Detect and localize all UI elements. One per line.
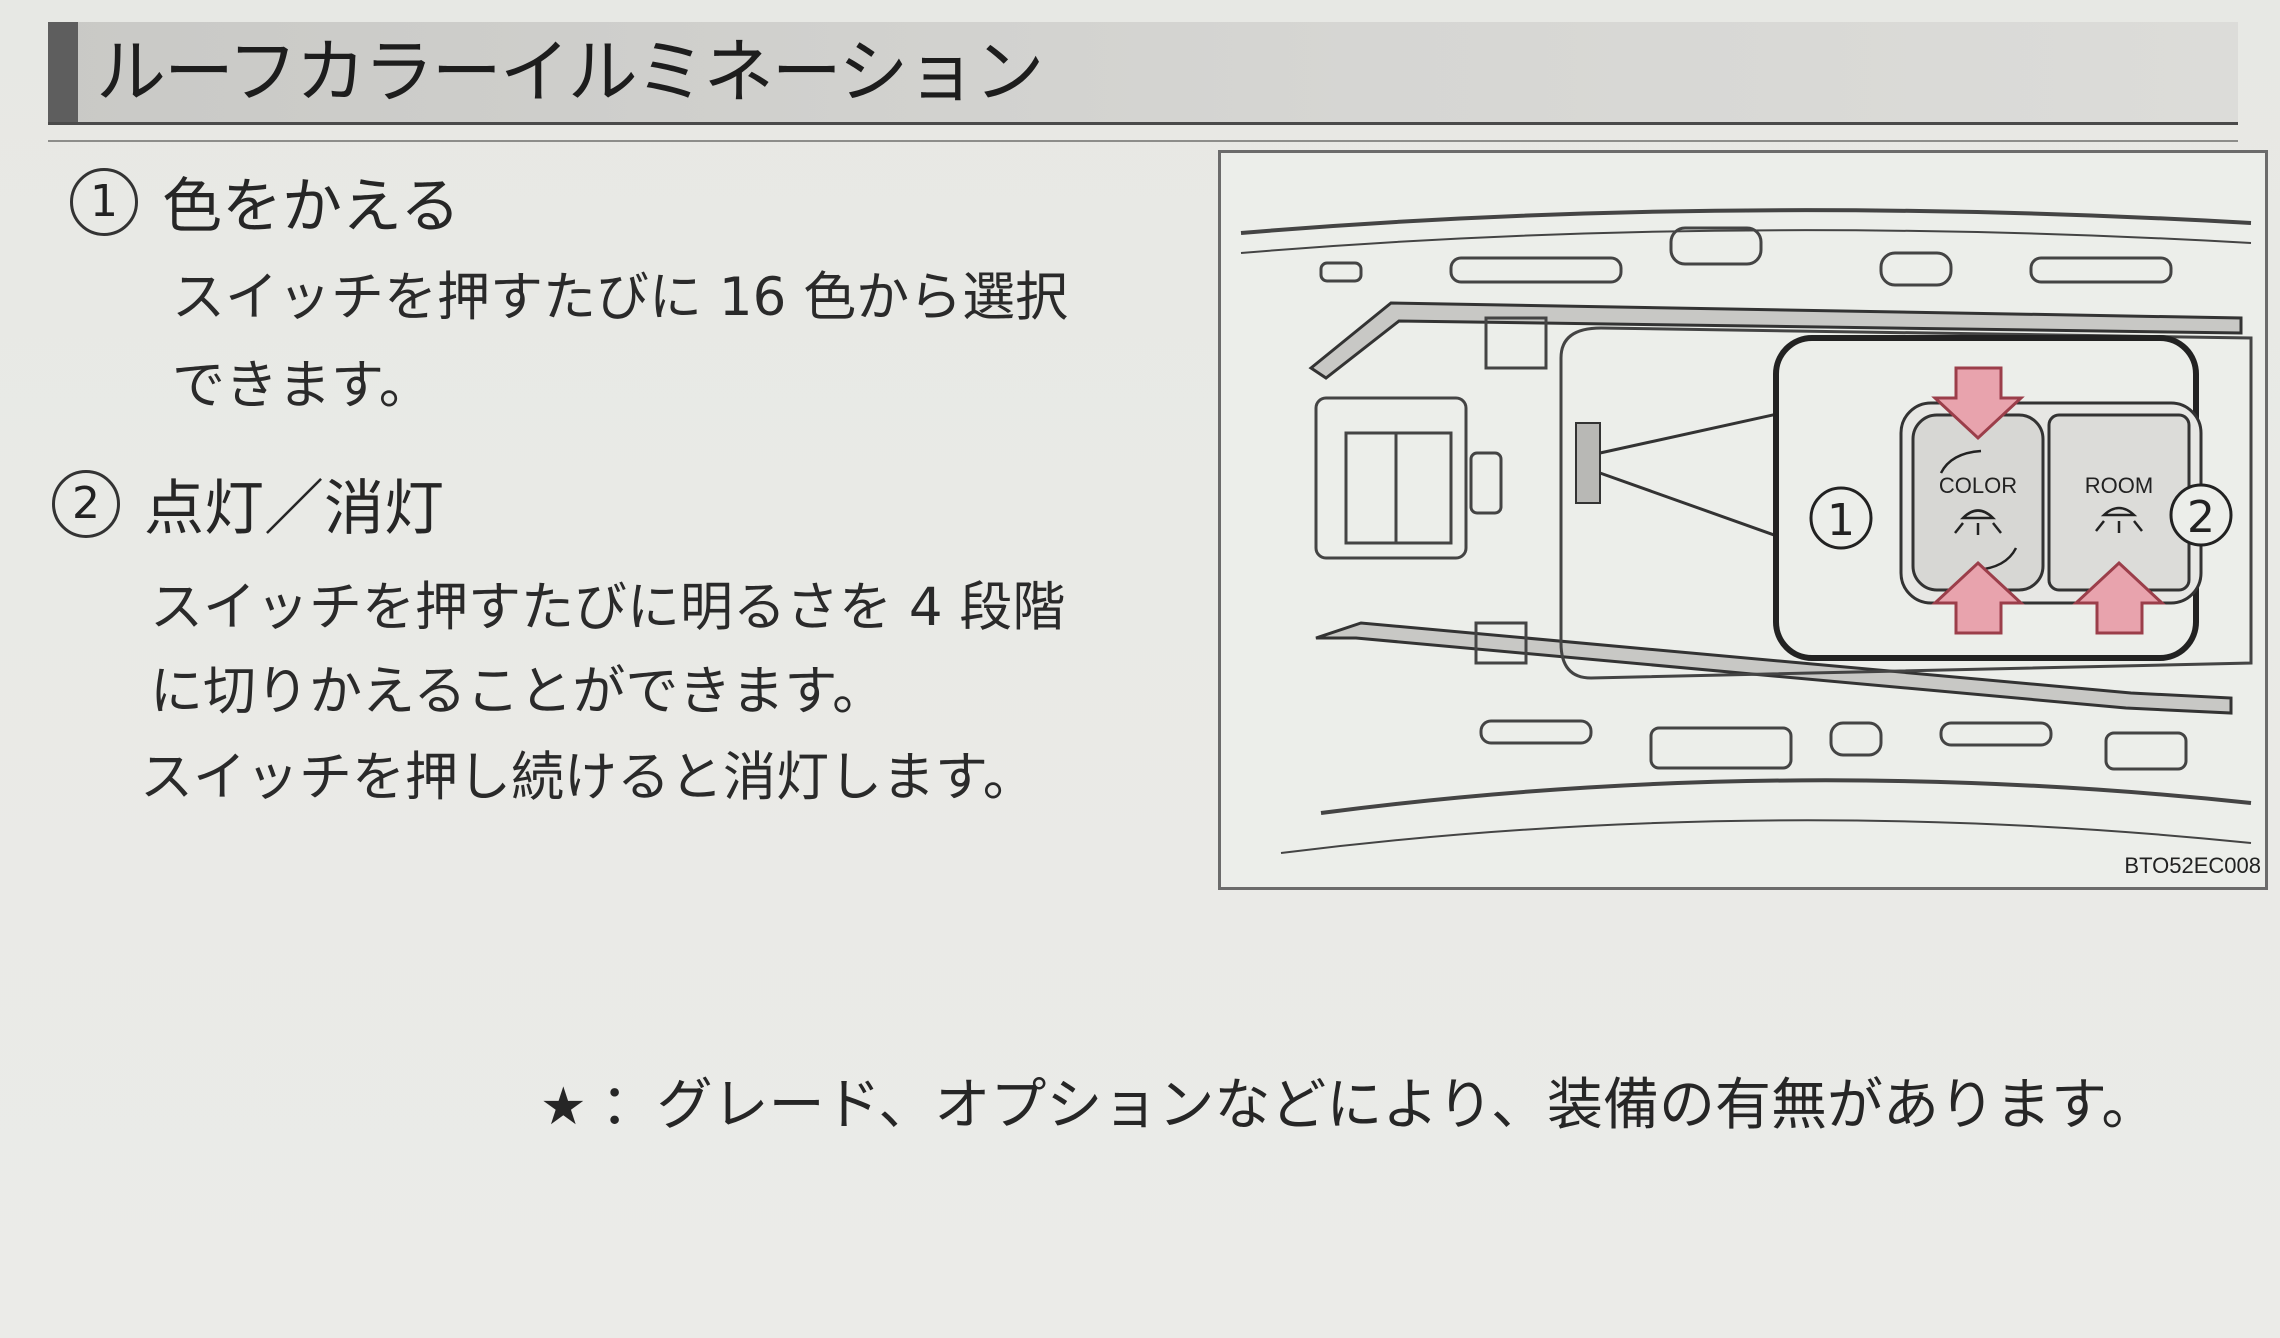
callout-1-circle [1809, 486, 1873, 550]
press-arrow-up-room [2072, 560, 2166, 635]
sunroof-outer [1314, 396, 1468, 560]
item-2-title: 点灯／消灯 [144, 474, 444, 544]
led-strip-bottom [1315, 621, 2233, 715]
press-arrow-up-color [1931, 560, 2025, 635]
color-cycle-arrow-top [1939, 449, 1982, 474]
item-2-line-1: スイッチを押すたびに明るさを 4 段階 [150, 577, 1066, 638]
callout-line-top [1599, 409, 1792, 455]
press-arrow-down [1931, 366, 2025, 441]
headliner-bottom-curve [1320, 778, 2252, 815]
roof-illumination-diagram: COLOR ROOM 1 [1218, 150, 2268, 890]
item-1-title: 色をかえる [162, 172, 461, 242]
title-rule [48, 140, 2238, 142]
room-button-label: ROOM [2085, 473, 2153, 498]
rear-light [1829, 721, 1883, 757]
overhead-box [1484, 316, 1548, 370]
grab-handle-bottom-left [1479, 719, 1593, 745]
footnote-text: ：グレード、オプションなどにより、装備の有無があります。 [600, 1073, 2158, 1138]
title-accent-block [48, 22, 78, 122]
led-strip-top [1308, 301, 2243, 380]
item-1-line-1: スイッチを押すたびに 16 色から選択 [172, 267, 1069, 328]
headliner-top-curve [1240, 208, 2252, 235]
console-switch-location [1575, 422, 1601, 504]
item-2-number: 2 [52, 469, 120, 538]
rear-vent-left [1649, 726, 1793, 770]
grab-handle-bottom-right [1939, 721, 2053, 747]
item-1-number: 1 [70, 167, 138, 236]
item-1-line-2: できます。 [172, 355, 432, 416]
footnote: ★：グレード、オプションなどにより、装備の有無があります。 [540, 1060, 2157, 1141]
footnote-star: ★ [540, 1077, 587, 1137]
sunroof-inner [1344, 431, 1453, 545]
headliner-bottom-curve-inner [1280, 819, 2252, 854]
section-title: ルーフカラーイルミネーション [96, 31, 1044, 113]
item-2-line-3: スイッチを押し続けると消灯します。 [140, 747, 1036, 808]
roof-console-outline [1559, 326, 2253, 680]
color-button-label: COLOR [1939, 473, 2017, 498]
figure-code: BTO52EC008 [2124, 853, 2261, 878]
sunroof-switch [1469, 451, 1503, 515]
diagram-svg: COLOR ROOM 1 [1240, 208, 2261, 878]
rear-box [1474, 621, 1528, 665]
grab-handle-top-center [1669, 226, 1763, 266]
item-2-heading: 2 点灯／消灯 [52, 460, 444, 547]
grab-handle-top-left [1449, 256, 1623, 284]
rear-vent-right [2104, 731, 2188, 771]
callout-line-bottom [1599, 471, 1792, 543]
reading-light-top [1879, 251, 1953, 287]
vent-left-top [1319, 261, 1363, 283]
item-2-line-2: に切りかえることができます。 [150, 661, 886, 722]
room-lamp-icon [2095, 506, 2143, 533]
callout-2-circle [2169, 483, 2233, 547]
grab-handle-top-right [2029, 256, 2173, 284]
callout-2-number: 2 [2187, 492, 2215, 543]
callout-1-number: 1 [1827, 495, 1855, 546]
color-lamp-icon [1954, 509, 2002, 535]
section-title-bar: ルーフカラーイルミネーション [48, 22, 2238, 125]
headliner-top-curve-inner [1240, 229, 2252, 254]
item-1-heading: 1 色をかえる [70, 158, 460, 245]
